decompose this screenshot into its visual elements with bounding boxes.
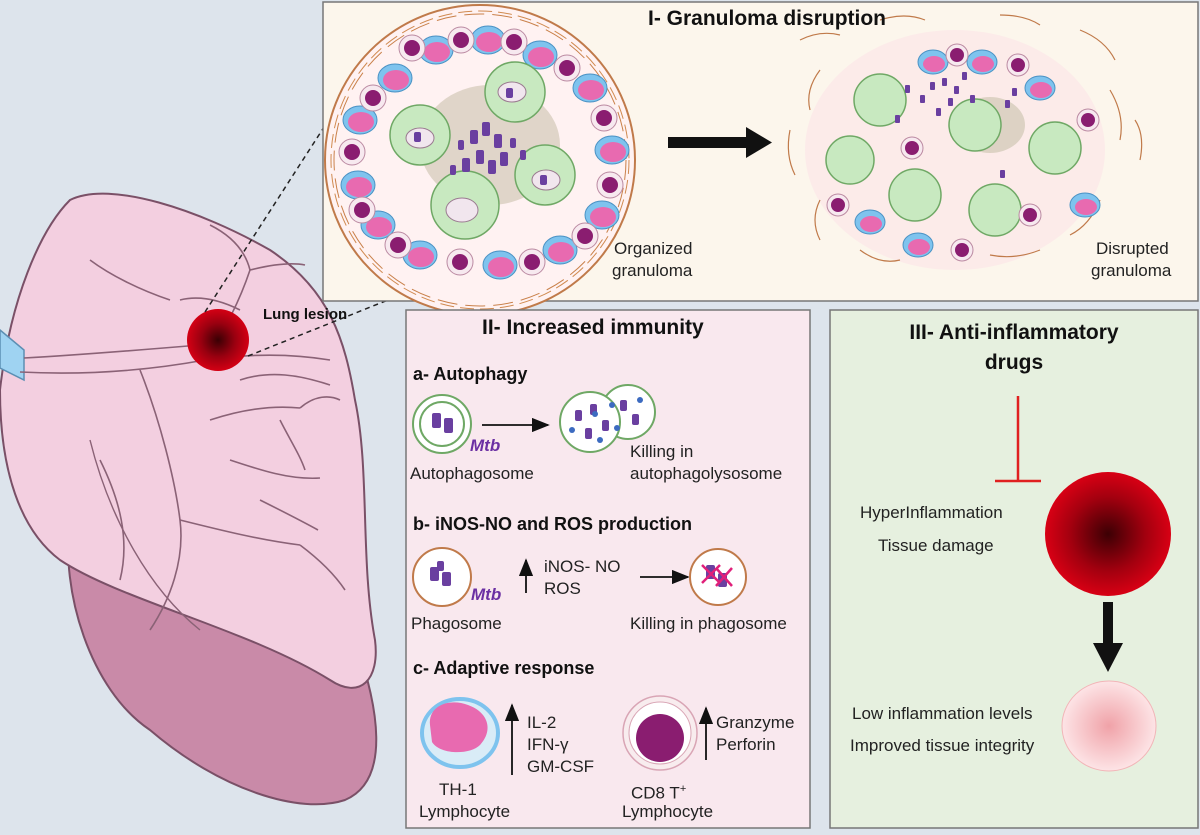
autophagy-title: a- Autophagy <box>413 364 528 384</box>
th1-cytokine-ifn: IFN-γ <box>527 735 569 754</box>
disruption-arrow <box>668 127 772 158</box>
disrupted-granuloma <box>787 14 1143 270</box>
lung-lesion-label: Lung lesion <box>263 306 348 323</box>
th1-cytokine-gmcsf: GM-CSF <box>527 757 595 776</box>
low-inflammation-circle <box>1061 680 1157 772</box>
improved-integrity-label: Improved tissue integrity <box>850 736 1035 755</box>
cd8-label-sup: + <box>679 783 687 795</box>
cd8-label-line2: Lymphocyte <box>622 802 714 821</box>
autophagosome-label: Autophagosome <box>410 464 534 483</box>
cd8-perforin: Perforin <box>716 735 776 754</box>
organized-label-line2: granuloma <box>612 261 693 280</box>
hyperinflammation-label: HyperInflammation <box>860 503 1003 522</box>
autophagolysosome-label-line2: autophagolysosome <box>630 464 783 483</box>
organized-granuloma <box>324 4 636 316</box>
th1-label-line1: TH-1 <box>439 780 477 799</box>
macrophages <box>389 61 576 240</box>
lung-lesion <box>187 309 249 371</box>
killed-phagosome-icon <box>689 548 747 606</box>
autophagolysosome-icon <box>559 384 656 453</box>
cd8-granzyme: Granzyme <box>716 713 795 732</box>
cd8-label-line1: CD8 T+ <box>631 779 686 804</box>
th1-label-line2: Lymphocyte <box>419 802 511 821</box>
mtb-bacilli <box>414 88 547 185</box>
disrupted-label-line1: Disrupted <box>1096 239 1169 258</box>
lung-outline-inner <box>89 439 201 631</box>
panel2-title: II- Increased immunity <box>482 316 704 339</box>
killing-phagosome-label: Killing in phagosome <box>630 614 787 633</box>
hyperinflammation-circle <box>1045 472 1171 596</box>
phagosome-mtb-label: Mtb <box>471 585 502 604</box>
cd8-label-main: CD8 T <box>631 783 680 803</box>
autophagolysosome-label-line1: Killing in <box>630 442 694 461</box>
tissue-damage-label: Tissue damage <box>878 536 994 555</box>
autophagy-mtb-label: Mtb <box>470 436 501 455</box>
panel1-title: I- Granuloma disruption <box>648 7 887 30</box>
lung-body <box>0 192 377 689</box>
inhibition-symbol <box>995 396 1041 483</box>
inos-no-label: iNOS- NO <box>544 557 621 576</box>
trachea <box>0 329 25 382</box>
th1-cytokine-il2: IL-2 <box>527 713 557 732</box>
cd8-lymphocyte-icon <box>622 695 698 771</box>
autophagosome-icon <box>412 394 472 454</box>
th1-lymphocyte-icon <box>420 697 500 769</box>
zoom-lines <box>204 109 409 357</box>
low-inflammation-label: Low inflammation levels <box>852 704 1033 723</box>
disrupted-label-line2: granuloma <box>1091 261 1172 280</box>
inos-title: b- iNOS-NO and ROS production <box>413 514 692 534</box>
lymphocyte-ring <box>338 25 630 280</box>
resolution-arrow <box>1093 602 1123 672</box>
organized-label-line1: Organized <box>614 239 693 258</box>
panel3-title-line1: III- Anti-inflammatory <box>909 321 1119 344</box>
phagosome-icon <box>412 547 472 607</box>
phagosome-label: Phagosome <box>411 614 502 633</box>
lung-illustration <box>0 192 378 806</box>
ros-label: ROS <box>544 579 581 598</box>
panel3-title-line2: drugs <box>984 351 1044 374</box>
adaptive-title: c- Adaptive response <box>413 658 595 678</box>
